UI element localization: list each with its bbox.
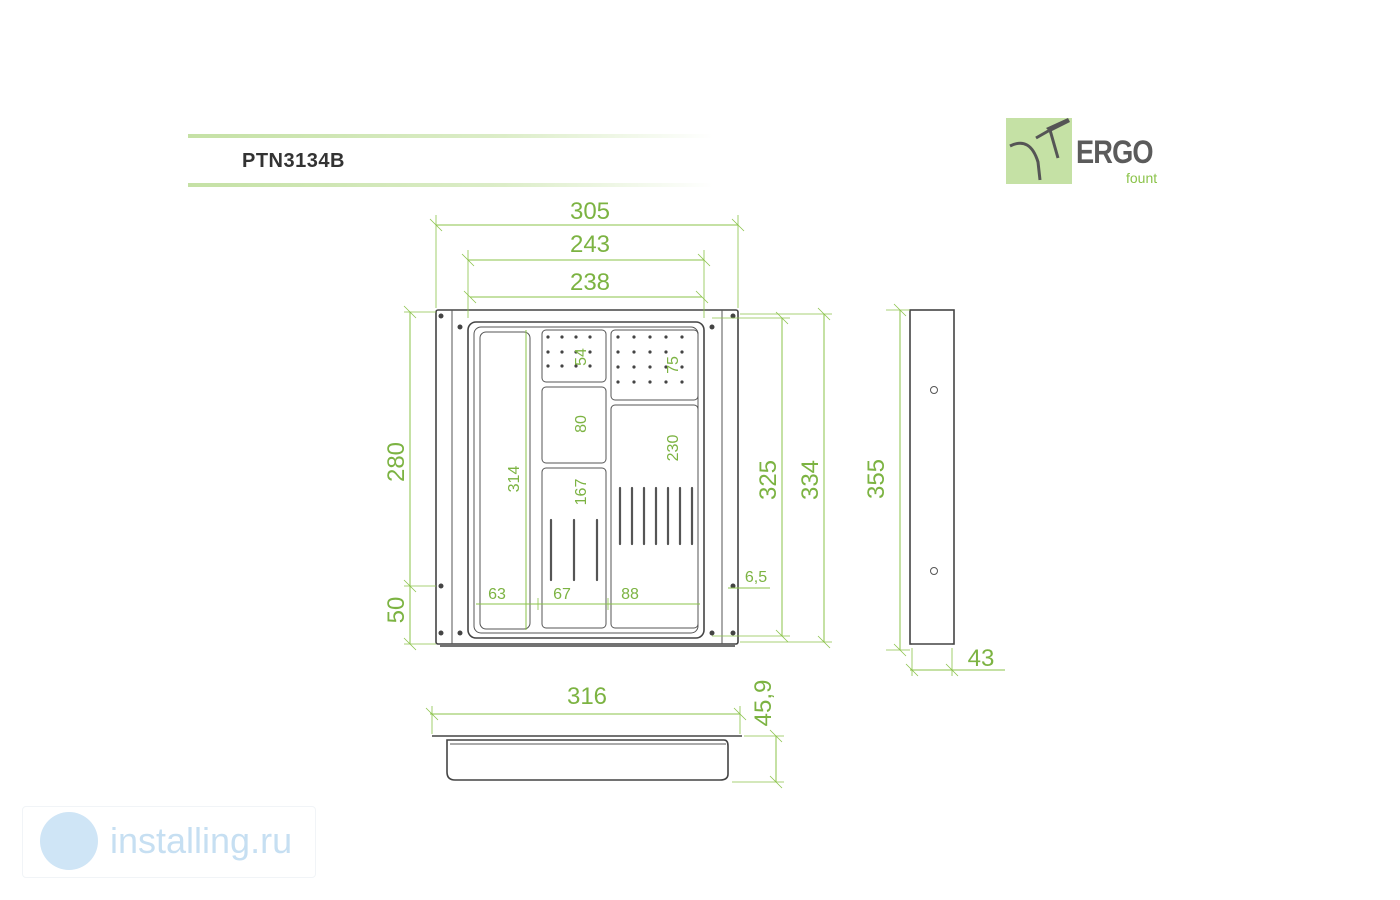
dim-right: 325 334 [712, 307, 832, 649]
peg-hole [632, 365, 636, 369]
screw-hole [730, 583, 736, 589]
peg-hole [616, 335, 620, 339]
peg-hole [574, 364, 578, 368]
dim-75: 75 [665, 356, 682, 374]
side-screw-hole [930, 567, 938, 575]
dim-width-inner: 238 [570, 269, 610, 296]
dim-305: 305 [429, 198, 745, 308]
peg-hole [616, 350, 620, 354]
screw-hole [438, 630, 444, 636]
dim-height-334: 334 [797, 460, 824, 500]
peg-hole [680, 350, 684, 354]
dim-6-5: 6,5 [745, 569, 767, 586]
dim-167: 167 [573, 479, 590, 506]
dim-inside: 314 54 75 80 167 230 63 67 88 6,5 [476, 330, 770, 630]
tray-cell-left [479, 331, 531, 630]
title-rule-bottom [188, 183, 713, 187]
dim-243: 243 [461, 231, 711, 318]
brand-sub: fount [1126, 170, 1158, 186]
tray-cell-low-left [541, 467, 607, 629]
screw-hole [438, 583, 444, 589]
dim-67: 67 [553, 586, 571, 603]
peg-hole [588, 335, 592, 339]
peg-hole [616, 380, 620, 384]
peg-hole [648, 365, 652, 369]
dim-width-mid: 243 [570, 231, 610, 258]
front-view: 316 45,9 [425, 680, 784, 789]
page-title: PTN3134B [242, 150, 345, 172]
side-panel [909, 309, 955, 645]
title-rule-top [188, 134, 713, 138]
peg-hole [574, 350, 578, 354]
dim-80: 80 [573, 415, 590, 433]
dim-height-280: 280 [383, 442, 410, 482]
peg-hole [680, 365, 684, 369]
peg-hole [546, 364, 550, 368]
peg-hole [648, 380, 652, 384]
peg-hole [632, 380, 636, 384]
dim-left: 280 50 [383, 305, 436, 651]
brand-name: ERGO [1076, 134, 1154, 170]
peg-hole [632, 350, 636, 354]
peg-hole [648, 335, 652, 339]
side-screw-hole [930, 386, 938, 394]
peg-hole [616, 365, 620, 369]
dim-88: 88 [621, 586, 639, 603]
tray-cell-mid-left [541, 386, 607, 464]
front-panel [446, 739, 729, 781]
peg-grid [546, 335, 684, 384]
screw-hole [709, 630, 715, 636]
watermark-text: installing.ru [110, 820, 293, 861]
peg-hole [632, 335, 636, 339]
peg-hole [664, 380, 668, 384]
tray-outer [467, 321, 705, 639]
dim-front-45-9: 45,9 [750, 680, 777, 727]
tray-cell-top-left [541, 329, 607, 383]
knife-slots [549, 486, 694, 582]
dim-width-outer: 305 [570, 198, 610, 225]
peg-hole [546, 335, 550, 339]
peg-hole [664, 335, 668, 339]
dim-height-325: 325 [755, 460, 782, 500]
side-view: 355 43 [863, 303, 1005, 677]
screw-hole [457, 324, 463, 330]
peg-hole [546, 350, 550, 354]
screw-hole [730, 630, 736, 636]
dim-314: 314 [506, 466, 523, 493]
watermark-frame [22, 806, 316, 878]
drawer-outer-frame [435, 309, 739, 645]
peg-hole [588, 364, 592, 368]
dim-230: 230 [665, 435, 682, 462]
screw-hole [709, 324, 715, 330]
dim-front-316: 316 [567, 683, 607, 710]
peg-hole [680, 335, 684, 339]
peg-hole [560, 364, 564, 368]
peg-hole [574, 335, 578, 339]
screw-hole [457, 630, 463, 636]
screw-hole [730, 313, 736, 319]
tray-cell-right [610, 404, 699, 629]
top-view-drawer [435, 309, 739, 647]
dim-54: 54 [573, 348, 590, 366]
watermark-logo-icon [40, 812, 98, 870]
dim-side-355: 355 [863, 459, 890, 499]
peg-hole [560, 350, 564, 354]
ergo-logo-icon [1006, 118, 1072, 184]
peg-hole [680, 380, 684, 384]
peg-hole [664, 365, 668, 369]
tray-cell-top-right [610, 329, 699, 401]
dim-height-50: 50 [383, 597, 410, 624]
dim-63: 63 [488, 586, 506, 603]
peg-hole [648, 350, 652, 354]
dim-side-43: 43 [968, 645, 995, 672]
dim-238: 238 [463, 269, 709, 304]
peg-hole [664, 350, 668, 354]
screw-hole [438, 313, 444, 319]
peg-hole [588, 350, 592, 354]
peg-hole [560, 335, 564, 339]
